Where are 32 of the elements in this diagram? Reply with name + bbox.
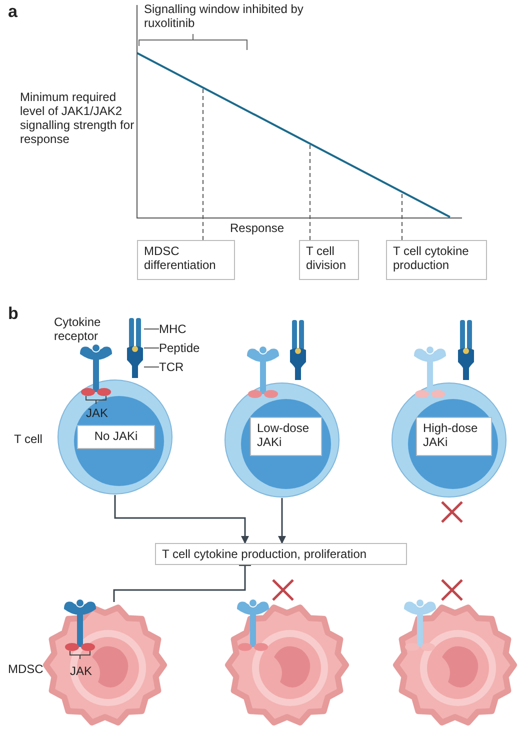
leader-line [202, 88, 204, 240]
leader-line [144, 328, 160, 330]
t-cell-drawing [57, 379, 173, 495]
arrow [278, 498, 286, 544]
mdsc-cell-drawing [224, 602, 350, 728]
leader-line [144, 366, 160, 368]
text-box: High-dose JAKi [416, 417, 492, 456]
t-cell-drawing [391, 382, 507, 498]
receptor-label: Cytokine receptor [54, 315, 102, 343]
t-cell-drawing [224, 382, 340, 498]
part-label: TCR [159, 360, 199, 374]
protein-label: JAK [86, 406, 108, 420]
mdsc-cell-drawing [392, 602, 518, 728]
mdsc-cell-drawing [42, 602, 168, 728]
part-label: MHC [159, 322, 199, 336]
cell-label: MDSC [8, 662, 44, 676]
cell-label: T cell [14, 432, 42, 446]
bracket-label: Signalling window inhibited by ruxolitinib [144, 2, 304, 30]
tcr-mhc-icon [126, 318, 144, 378]
text-box: MDSC differentiation [137, 240, 235, 280]
text-box: T cell division [299, 240, 359, 280]
axis-label: Minimum required level of JAK1/JAK2 signalling strength for response [20, 90, 136, 146]
text-box: No JAKi [77, 425, 155, 449]
text-box: T cell cytokine production [386, 240, 487, 280]
text-box: T cell cytokine production, proliferation [155, 543, 407, 565]
axis-label: Response [230, 221, 286, 235]
text-box: Low-dose JAKi [250, 417, 322, 456]
part-label: Peptide [159, 341, 209, 355]
panel-letter: a [8, 3, 18, 21]
arrow [114, 495, 249, 544]
panel-letter: b [8, 305, 18, 323]
protein-label: JAK [70, 664, 92, 678]
